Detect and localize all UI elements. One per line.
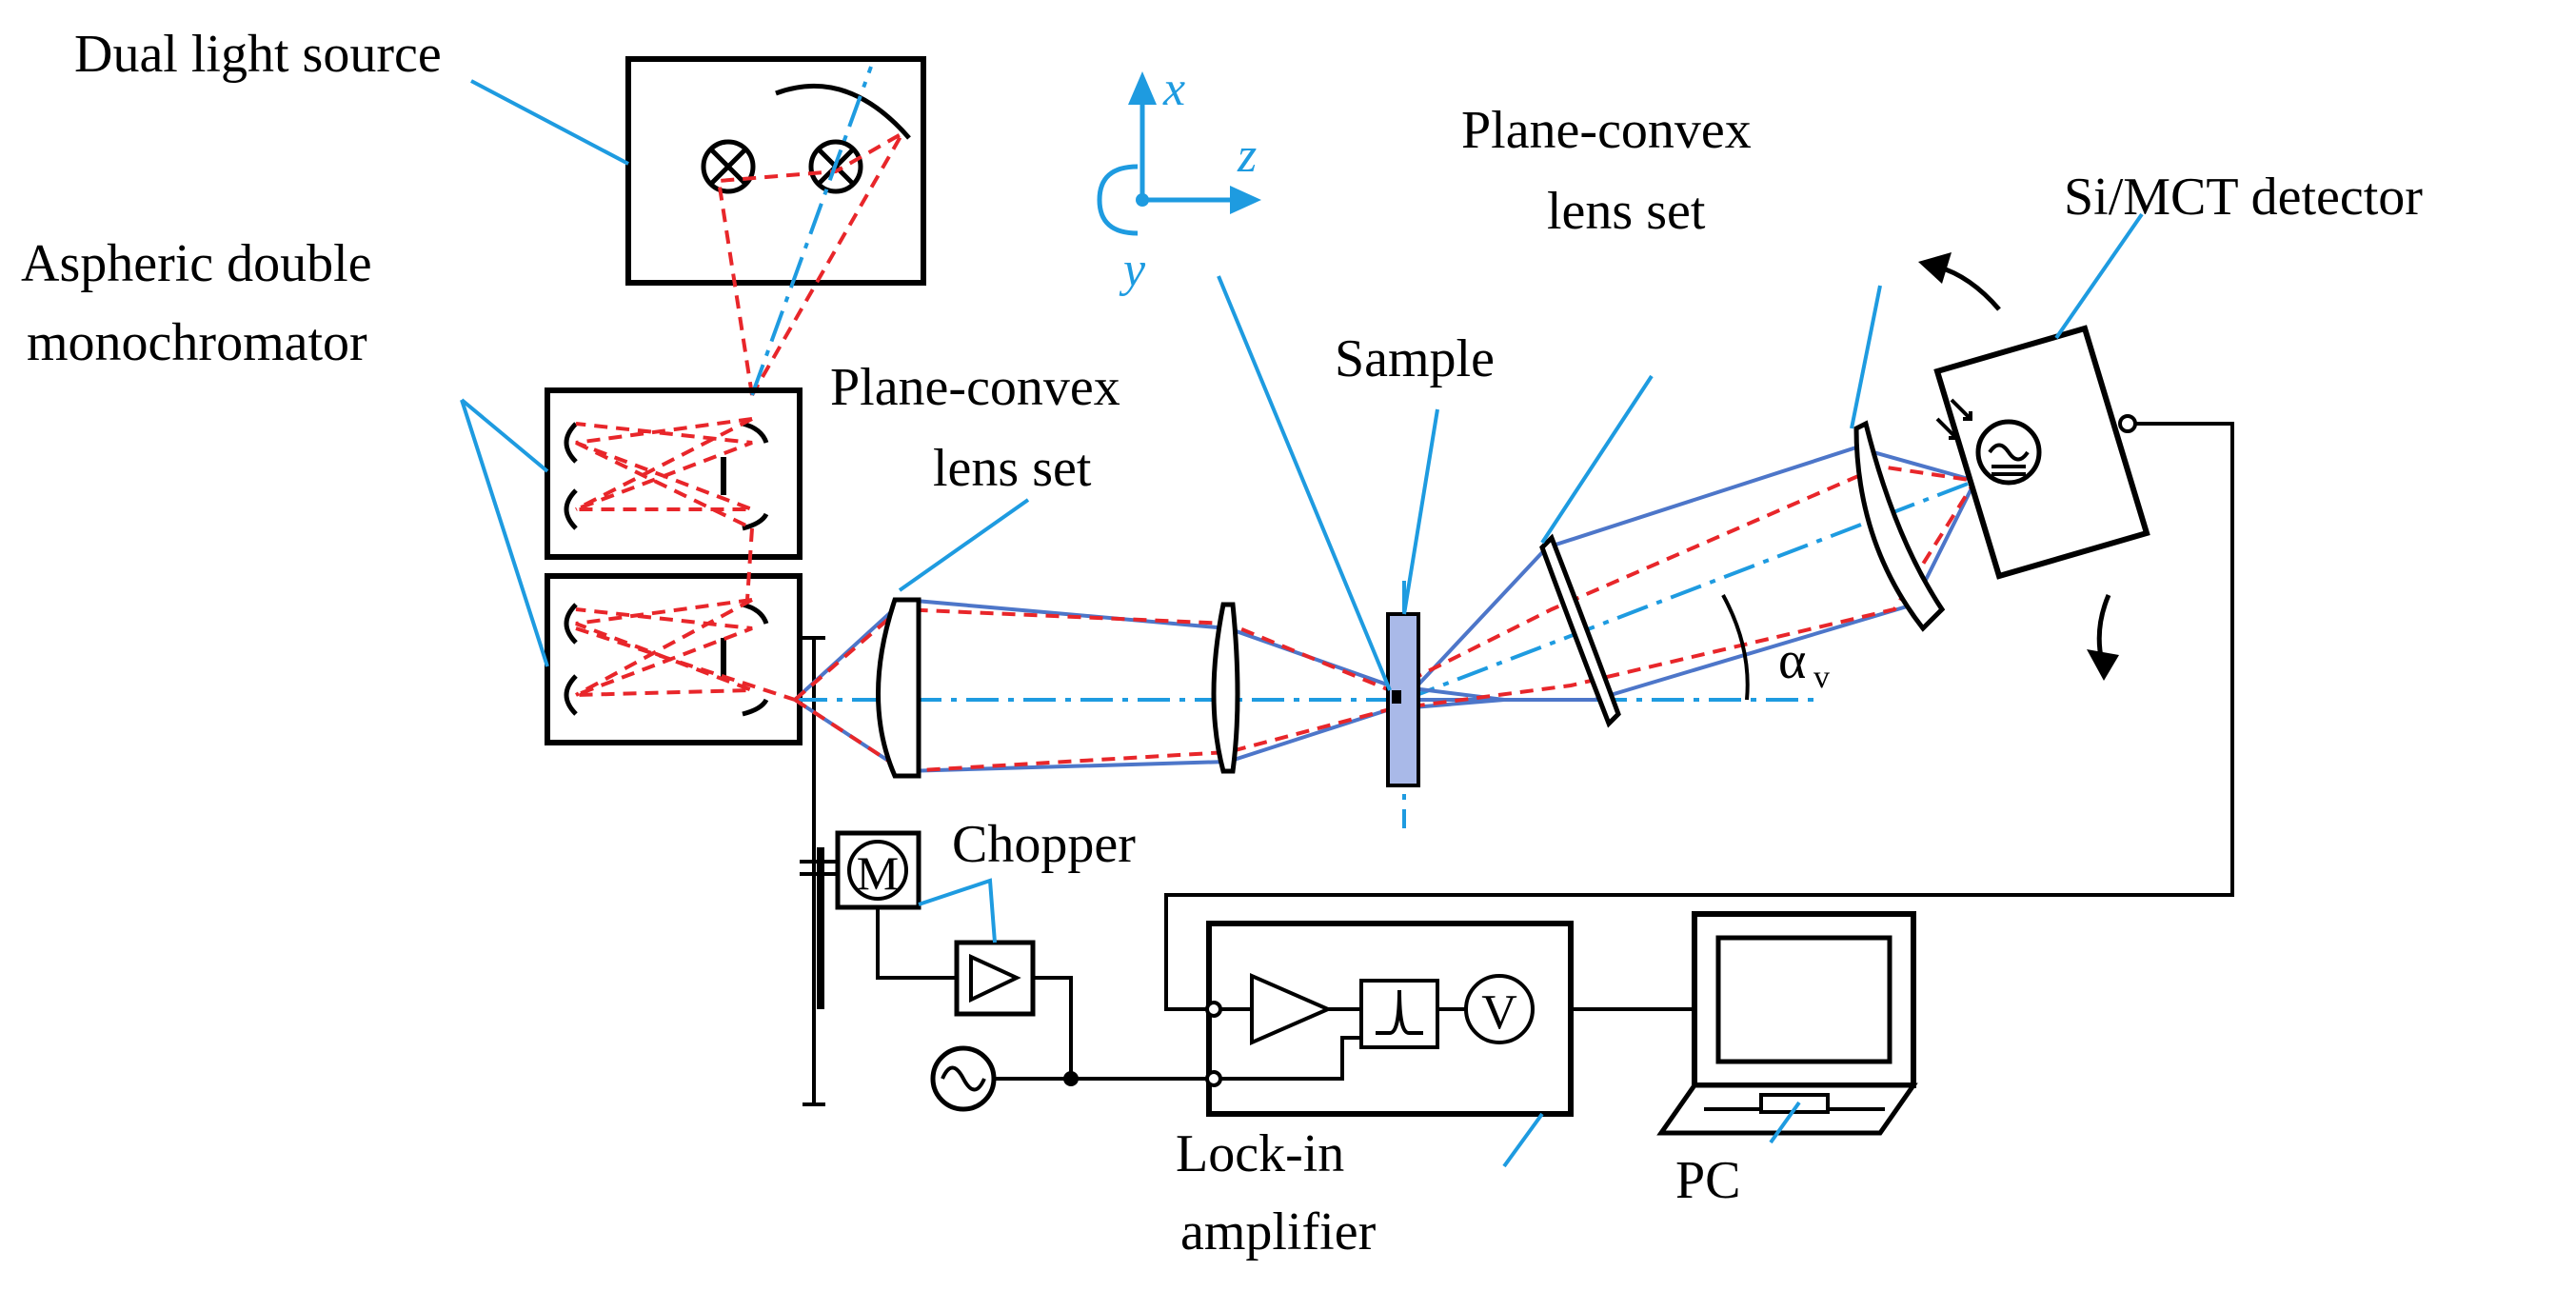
rotation-arrows xyxy=(1918,252,2119,681)
lock-in-amplifier: V xyxy=(1205,921,1574,1117)
angle-subscript: v xyxy=(1813,660,1830,695)
monochromator-lower xyxy=(545,573,803,745)
label-lock-in-2: amplifier xyxy=(1180,1202,1377,1261)
label-pc: PC xyxy=(1675,1151,1741,1210)
si-mct-detector xyxy=(1933,325,2150,580)
angle-label: α xyxy=(1778,631,1806,690)
axis-y-label: y xyxy=(1119,243,1146,297)
monochromator-upper xyxy=(545,387,803,560)
sample xyxy=(1386,612,1420,787)
voltmeter-icon xyxy=(1464,974,1535,1044)
red-beam xyxy=(793,464,1977,774)
dual-light-source xyxy=(625,56,926,396)
pc-laptop-icon xyxy=(1656,911,1918,1136)
lamp-1-icon xyxy=(701,139,756,194)
label-monochromator-2: monochromator xyxy=(27,313,367,372)
photodetector-icon xyxy=(1975,419,2042,486)
motor-symbol: M xyxy=(857,846,899,900)
angle-marker: α v xyxy=(1721,594,1830,701)
lens-4 xyxy=(1853,420,1946,632)
chopper-motor: M xyxy=(800,830,921,910)
label-lens-set-1-b: lens set xyxy=(933,439,1092,498)
label-lens-set-1-a: Plane-convex xyxy=(830,358,1120,417)
label-dual-light-source: Dual light source xyxy=(74,25,442,84)
label-lens-set-2-a: Plane-convex xyxy=(1461,101,1752,160)
label-sample: Sample xyxy=(1335,329,1495,388)
label-chopper: Chopper xyxy=(952,815,1136,874)
coordinate-axes: x z y xyxy=(1097,62,1261,297)
axis-z-label: z xyxy=(1237,129,1257,183)
label-lock-in-1: Lock-in xyxy=(1176,1124,1344,1183)
label-detector: Si/MCT detector xyxy=(2064,168,2423,227)
axis-x-label: x xyxy=(1162,62,1185,116)
label-monochromator-1: Aspheric double xyxy=(21,234,372,293)
voltmeter-symbol: V xyxy=(1481,985,1517,1040)
lens-2 xyxy=(1211,602,1240,774)
lens-3 xyxy=(1539,533,1621,728)
lens-1 xyxy=(876,597,921,779)
oscillator-icon xyxy=(930,1045,997,1112)
lamp-reflector xyxy=(775,84,911,140)
label-lens-set-2-b: lens set xyxy=(1547,182,1706,241)
chopper-driver xyxy=(954,940,1036,1017)
leader-lines xyxy=(460,79,2144,1168)
